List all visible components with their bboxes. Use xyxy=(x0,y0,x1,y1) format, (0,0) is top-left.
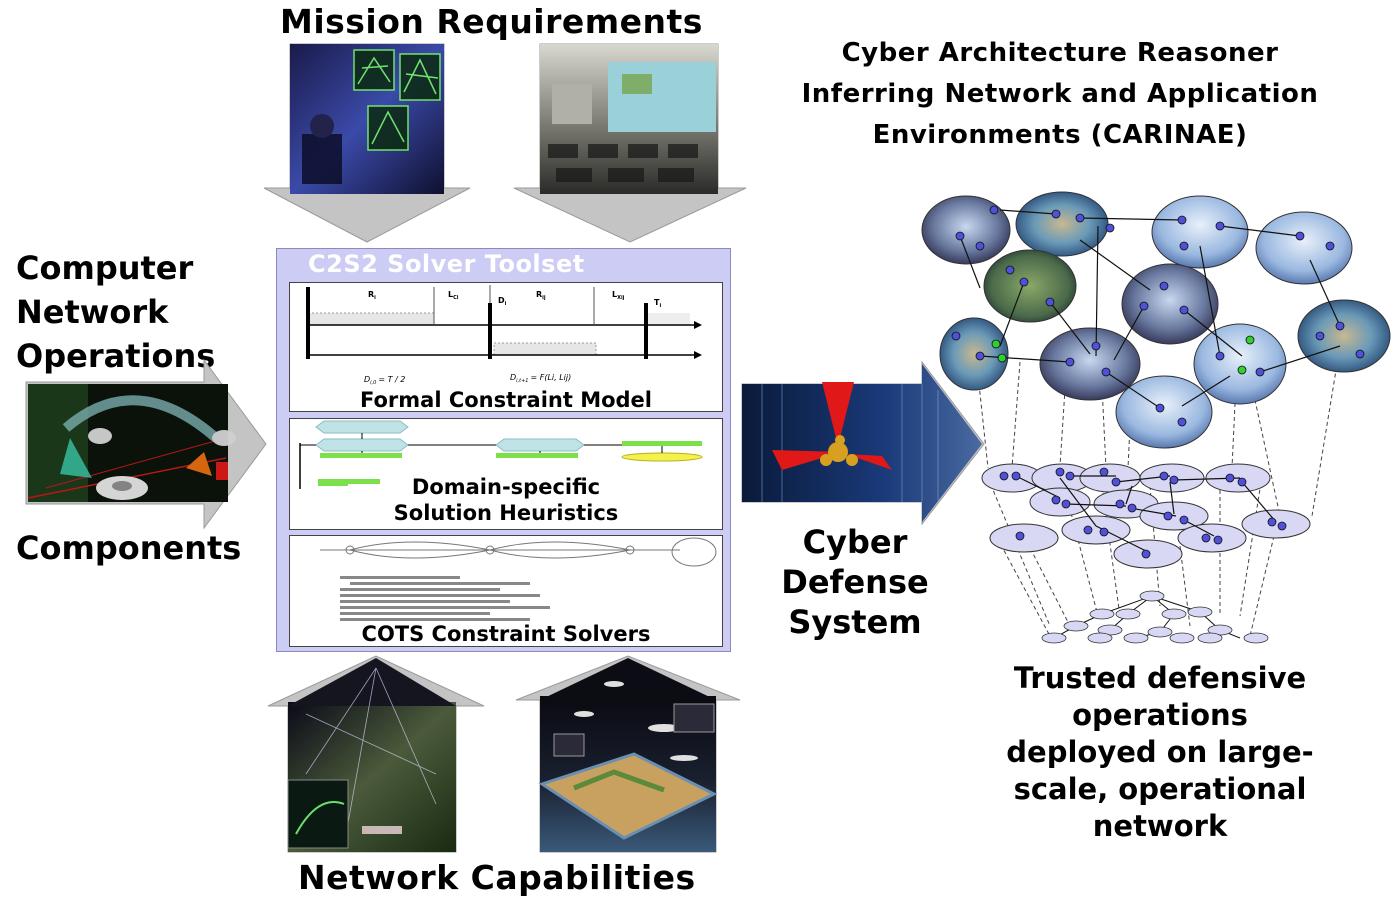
tag-t-i: Ti xyxy=(654,298,661,309)
carinae-line2: Inferring Network and Application xyxy=(780,74,1340,115)
heuristics-label-line1: Domain-specific xyxy=(289,474,723,500)
carinae-line1: Cyber Architecture Reasoner xyxy=(780,33,1340,74)
cno-arrow xyxy=(26,358,270,530)
tag-l-xij: LXij xyxy=(612,290,625,301)
tag-d-i: Di xyxy=(498,296,507,307)
tag-r-i: Ri xyxy=(368,290,376,301)
carinae-network-graph xyxy=(920,186,1390,650)
trusted-operations-text: Trusted defensive operations deployed on… xyxy=(975,660,1345,845)
trusted-line3: deployed on large- xyxy=(975,734,1345,771)
cots-solvers-label: COTS Constraint Solvers xyxy=(289,621,723,647)
tag-r-ij: Rij xyxy=(536,290,546,301)
trusted-line5: network xyxy=(975,808,1345,845)
network-arrow-right xyxy=(514,654,742,854)
carinae-line3: Environments (CARINAE) xyxy=(780,115,1340,156)
trusted-line2: operations xyxy=(975,697,1345,734)
equation-d-it1: Di,t+1= F(Li, Lij) xyxy=(510,373,571,384)
ops-center-big-screen xyxy=(608,62,716,132)
network-arrow-left xyxy=(266,654,486,854)
cno-label-components: Components xyxy=(16,526,241,570)
network-capabilities-title: Network Capabilities xyxy=(298,858,696,897)
trusted-line4: scale, operational xyxy=(975,771,1345,808)
formal-constraint-model-label: Formal Constraint Model xyxy=(289,387,723,413)
cno-label-network: Network xyxy=(16,290,168,334)
tag-l-ci: LCi xyxy=(448,290,459,301)
mission-requirements-title: Mission Requirements xyxy=(280,2,703,41)
carinae-title: Cyber Architecture Reasoner Inferring Ne… xyxy=(780,33,1340,156)
cno-label-computer: Computer xyxy=(16,246,193,290)
solver-title: C2S2 Solver Toolset xyxy=(308,250,585,278)
heuristics-label-line2: Solution Heuristics xyxy=(289,500,723,526)
trusted-line1: Trusted defensive xyxy=(975,660,1345,697)
mission-arrow-left xyxy=(262,44,472,244)
equation-d-i0: Di,0= T / 2 xyxy=(364,375,405,386)
mission-arrow-right xyxy=(512,44,748,244)
